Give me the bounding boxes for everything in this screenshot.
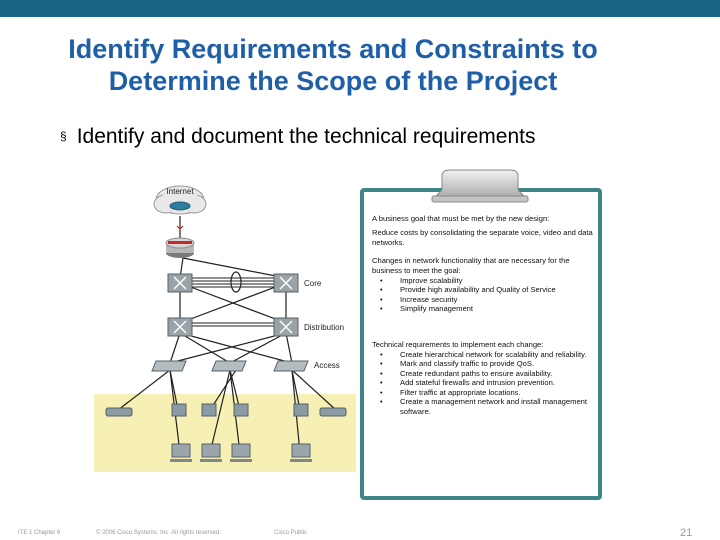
technical-requirements-list: Create hierarchical network for scalabil… (372, 350, 598, 416)
list-item: Mark and classify traffic to provide QoS… (372, 359, 598, 369)
list-item: Improve scalability (372, 276, 598, 286)
distribution-label: Distribution (304, 323, 344, 332)
list-item: Create a management network and install … (372, 397, 598, 416)
business-goal-heading: A business goal that must be met by the … (372, 214, 550, 223)
list-item: Provide high availability and Quality of… (372, 285, 598, 295)
footer-course: ITE 1 Chapter 6 (18, 530, 61, 536)
internet-cloud-icon (153, 185, 207, 215)
access-switch-2-icon (211, 360, 247, 372)
network-diagram: Internet Core Distribution Access (94, 185, 356, 472)
access-switch-1-icon (151, 360, 187, 372)
pc-3-icon (230, 443, 252, 462)
list-item: Filter traffic at appropriate locations. (372, 388, 598, 398)
ip-phone-3-icon (233, 403, 249, 417)
ip-phone-4-icon (293, 403, 309, 417)
distribution-switch-left-icon (167, 317, 193, 337)
bullet-point: § Identify and document the technical re… (60, 125, 535, 149)
link-bundle-icon (230, 271, 242, 293)
core-label: Core (304, 279, 322, 288)
requirements-clipboard: A business goal that must be met by the … (360, 168, 602, 500)
clipboard-board: A business goal that must be met by the … (360, 188, 602, 500)
access-label: Access (314, 361, 340, 370)
page-number: 21 (680, 527, 693, 539)
top-accent-bar (0, 0, 720, 17)
clipboard-text: A business goal that must be met by the … (372, 214, 598, 424)
pc-4-icon (290, 443, 312, 462)
slide-title-line-2: Determine the Scope of the Project (108, 66, 558, 96)
bullet-text: Identify and document the technical requ… (76, 125, 536, 148)
bullet-marker: § (60, 129, 67, 143)
core-switch-right-icon (273, 273, 299, 293)
technical-requirements-heading: Technical requirements to implement each… (372, 339, 544, 349)
list-item: Create hierarchical network for scalabil… (372, 350, 598, 360)
functionality-changes-list: Improve scalability Provide high availab… (372, 276, 598, 314)
list-item: Simplify management (372, 304, 598, 314)
list-item: Add stateful firewalls and intrusion pre… (372, 378, 598, 388)
slide-title-line-1: Identify Requirements and Constraints to (68, 34, 598, 64)
pc-1-icon (170, 443, 192, 462)
access-switch-3-icon (273, 360, 309, 372)
ip-phone-row (105, 403, 347, 417)
access-layer-highlight (94, 394, 356, 472)
ip-phone-1-icon (171, 403, 187, 417)
distribution-switch-right-icon (273, 317, 299, 337)
footer-copyright: © 2006 Cisco Systems, Inc. All rights re… (96, 530, 221, 536)
list-item: Increase security (372, 295, 598, 305)
access-point-left-icon (105, 407, 133, 417)
access-point-right-icon (319, 407, 347, 417)
slide-title: Identify Requirements and Constraints to… (0, 33, 666, 97)
list-item: Create redundant paths to ensure availab… (372, 369, 598, 379)
core-switch-left-icon (167, 273, 193, 293)
pc-2-icon (200, 443, 222, 462)
business-goal-text: Reduce costs by consolidating the separa… (372, 228, 593, 247)
ip-phone-2-icon (201, 403, 217, 417)
pc-row (170, 443, 312, 462)
clipboard-clip-icon (431, 169, 529, 203)
functionality-changes-heading: Changes in network functionality that ar… (372, 256, 570, 275)
internet-label: Internet (166, 187, 194, 196)
edge-router-icon (165, 237, 195, 258)
firewall-link-icon (176, 225, 184, 230)
footer-classification: Cisco Public (274, 530, 308, 536)
